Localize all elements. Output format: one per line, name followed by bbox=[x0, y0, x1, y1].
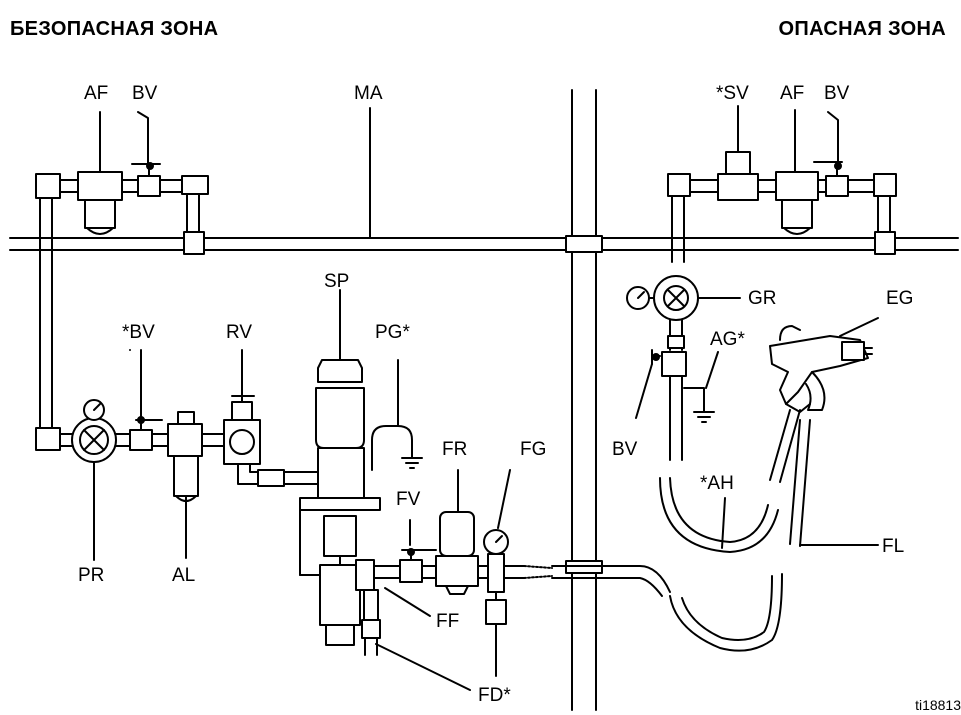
label-ff: FF bbox=[436, 611, 460, 632]
label-ah: *AH bbox=[700, 473, 734, 494]
safe-zone-title: БЕЗОПАСНАЯ ЗОНА bbox=[10, 18, 219, 40]
right-air-loop bbox=[667, 105, 897, 263]
label-eg: EG bbox=[886, 288, 914, 309]
leader-lines bbox=[129, 107, 371, 351]
label-ma: MA bbox=[354, 83, 383, 104]
label-bv-right: BV bbox=[824, 83, 850, 104]
label-fr: FR bbox=[442, 439, 468, 460]
zone-wall bbox=[565, 89, 603, 711]
hazardous-zone-title: ОПАСНАЯ ЗОНА bbox=[778, 18, 946, 40]
label-gr: GR bbox=[748, 288, 777, 309]
label-bv-hazard: BV bbox=[612, 439, 638, 460]
fluid-line bbox=[339, 469, 671, 691]
pump-air-line bbox=[59, 349, 321, 561]
label-al: AL bbox=[172, 565, 196, 586]
label-ag: AG* bbox=[710, 329, 745, 350]
label-sv: *SV bbox=[716, 83, 749, 104]
label-sp: SP bbox=[324, 271, 350, 292]
label-rv: RV bbox=[226, 322, 253, 343]
pump bbox=[299, 289, 423, 646]
label-fg: FG bbox=[520, 439, 547, 460]
label-bv-left: BV bbox=[132, 83, 158, 104]
label-pr: PR bbox=[78, 565, 105, 586]
label-af-left: AF bbox=[84, 83, 109, 104]
gun-circuit bbox=[626, 275, 879, 652]
label-bv-star: *BV bbox=[122, 322, 155, 343]
left-air-loop bbox=[35, 111, 209, 451]
label-af-right: AF bbox=[780, 83, 805, 104]
label-pg: PG* bbox=[375, 322, 410, 343]
reference-code: ti18813 bbox=[915, 697, 961, 713]
label-fv: FV bbox=[396, 489, 421, 510]
label-fl: FL bbox=[882, 536, 905, 557]
main-air-line bbox=[9, 237, 959, 251]
label-fd: FD* bbox=[478, 685, 511, 706]
